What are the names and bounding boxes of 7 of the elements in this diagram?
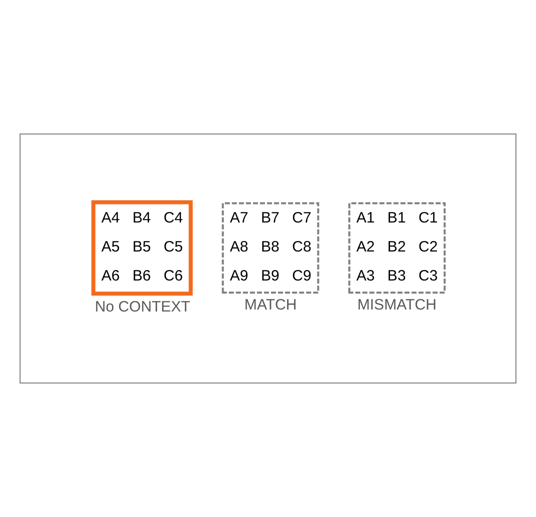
node-label: No CONTEXT bbox=[94, 298, 190, 316]
cluster bbox=[20, 134, 516, 384]
node-box: A4 B4 C4 A5 B5 C5 A6 B6 C6 bbox=[91, 200, 193, 296]
node-box: A1 B1 C1 A2 B2 C2 A3 B3 C3 bbox=[348, 202, 446, 294]
node-label: MISMATCH bbox=[357, 296, 436, 314]
node-box: A7 B7 C7 A8 B8 C8 A9 B9 C9 bbox=[222, 202, 320, 294]
node-label: MATCH bbox=[244, 296, 297, 314]
